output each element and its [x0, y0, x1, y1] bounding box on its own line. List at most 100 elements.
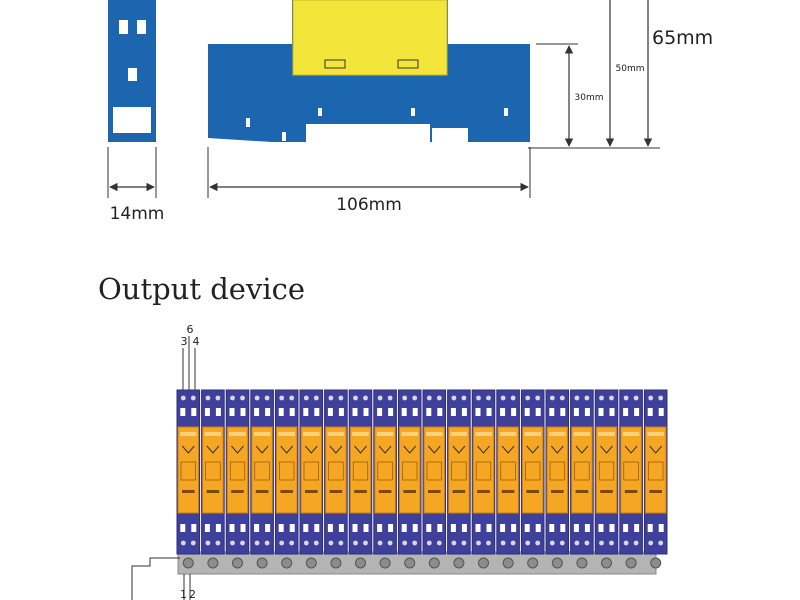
- module-terminal-slot: [475, 524, 481, 532]
- module-screw: [599, 540, 604, 546]
- module-code-mark: [403, 490, 416, 493]
- module-code-mark: [182, 490, 195, 493]
- module-screw: [205, 395, 211, 401]
- module-code-mark: [477, 490, 490, 493]
- module-spec-block: [500, 461, 516, 481]
- module-cartridge-edge: [376, 432, 394, 436]
- module-logo-icon: [427, 445, 441, 454]
- height-low-label: 30mm: [575, 93, 604, 103]
- module-terminal-slot: [377, 408, 383, 416]
- module-spec-block: [648, 461, 664, 481]
- module-terminal-slot: [303, 408, 309, 416]
- module-terminal-slot: [240, 524, 246, 532]
- module-screw: [658, 395, 664, 401]
- module-screw: [500, 395, 506, 401]
- module-terminal-slot: [278, 524, 284, 532]
- module-terminal-slot: [549, 408, 555, 416]
- module-logo-icon: [477, 445, 490, 454]
- module-terminal-slot: [191, 524, 197, 532]
- module-terminal-slot: [623, 524, 629, 532]
- module-terminal-slot: [426, 408, 432, 416]
- module-screw: [574, 395, 580, 401]
- module-terminal-slot: [265, 524, 271, 532]
- module-terminal-slot: [535, 408, 541, 416]
- module-cartridge-edge: [180, 432, 197, 436]
- module-terminal-slot: [609, 524, 615, 532]
- module-spec-block: [352, 461, 369, 481]
- module-terminal-slot: [461, 524, 467, 532]
- module-code-mark: [551, 490, 564, 493]
- module-screw: [240, 395, 245, 401]
- module-logo-icon: [649, 445, 663, 454]
- module-screw: [180, 395, 186, 401]
- module-screw: [353, 395, 358, 401]
- module-terminal-slot: [426, 524, 432, 532]
- module-screw: [230, 540, 235, 546]
- height-mid-label: 50mm: [616, 64, 645, 74]
- module-spec-block: [180, 461, 196, 481]
- rail-bolt: [601, 557, 612, 569]
- side-view-yellow-panel: [292, 0, 448, 76]
- module-screw: [254, 540, 260, 546]
- module-terminal-slot: [240, 408, 246, 416]
- module-screw: [426, 395, 432, 401]
- height-total-label: 65mm: [652, 27, 713, 49]
- rail-bolt: [478, 557, 489, 569]
- rail-bolt: [232, 557, 243, 569]
- module-screw: [387, 540, 393, 546]
- module-screw: [451, 540, 457, 546]
- module-terminal-slot: [584, 524, 590, 532]
- module-terminal-slot: [254, 524, 260, 532]
- terminal-label-top: 4: [193, 335, 200, 348]
- module-screw: [328, 540, 334, 546]
- module-screw: [436, 395, 442, 401]
- module-spec-block: [377, 461, 393, 481]
- module-screw: [535, 540, 541, 546]
- rail-bolt: [305, 557, 317, 569]
- module-screw: [476, 395, 481, 401]
- rail-bolt: [428, 557, 440, 569]
- module-terminal-slot: [401, 408, 407, 416]
- module-spec-block: [525, 461, 541, 481]
- terminal-label-bottom: 1: [180, 588, 187, 600]
- width-side-label: 106mm: [336, 195, 402, 215]
- module-screw: [609, 540, 614, 546]
- module-screw: [240, 540, 245, 546]
- module-terminal-slot: [634, 408, 640, 416]
- module-terminal-slot: [215, 524, 221, 532]
- module-screw: [338, 540, 344, 546]
- module-code-mark: [501, 490, 515, 493]
- module-terminal-slot: [327, 408, 333, 416]
- ground-wire: [131, 557, 180, 600]
- module-terminal-slot: [327, 524, 333, 532]
- module-cartridge-edge: [622, 432, 640, 436]
- module-cartridge-edge: [303, 432, 320, 436]
- module-terminal-slot: [511, 524, 517, 532]
- module-screw: [559, 540, 565, 546]
- module-terminal-slot: [500, 408, 506, 416]
- module-terminal-slot: [303, 524, 309, 532]
- module-logo-icon: [624, 445, 638, 454]
- module-terminal-slot: [338, 408, 344, 416]
- module-screw: [313, 540, 319, 546]
- module-cartridge-edge: [573, 432, 591, 436]
- module-spec-block: [598, 461, 615, 481]
- module-screw: [648, 395, 654, 401]
- module-code-mark: [624, 490, 638, 493]
- module-screw: [500, 540, 506, 546]
- module-screw: [461, 395, 467, 401]
- module-screw: [633, 540, 639, 546]
- module-logo-icon: [280, 445, 294, 454]
- front-view-slot: [137, 20, 146, 34]
- module-screw: [230, 395, 235, 401]
- module-terminal-slot: [412, 408, 418, 416]
- module-screw: [461, 540, 467, 546]
- module-spec-block: [451, 461, 467, 481]
- module-spec-block: [328, 461, 344, 481]
- module-terminal-slot: [180, 408, 186, 416]
- module-cartridge-edge: [450, 432, 468, 436]
- module-screw: [510, 395, 516, 401]
- module-code-mark: [329, 490, 343, 493]
- module-terminal-slot: [511, 408, 517, 416]
